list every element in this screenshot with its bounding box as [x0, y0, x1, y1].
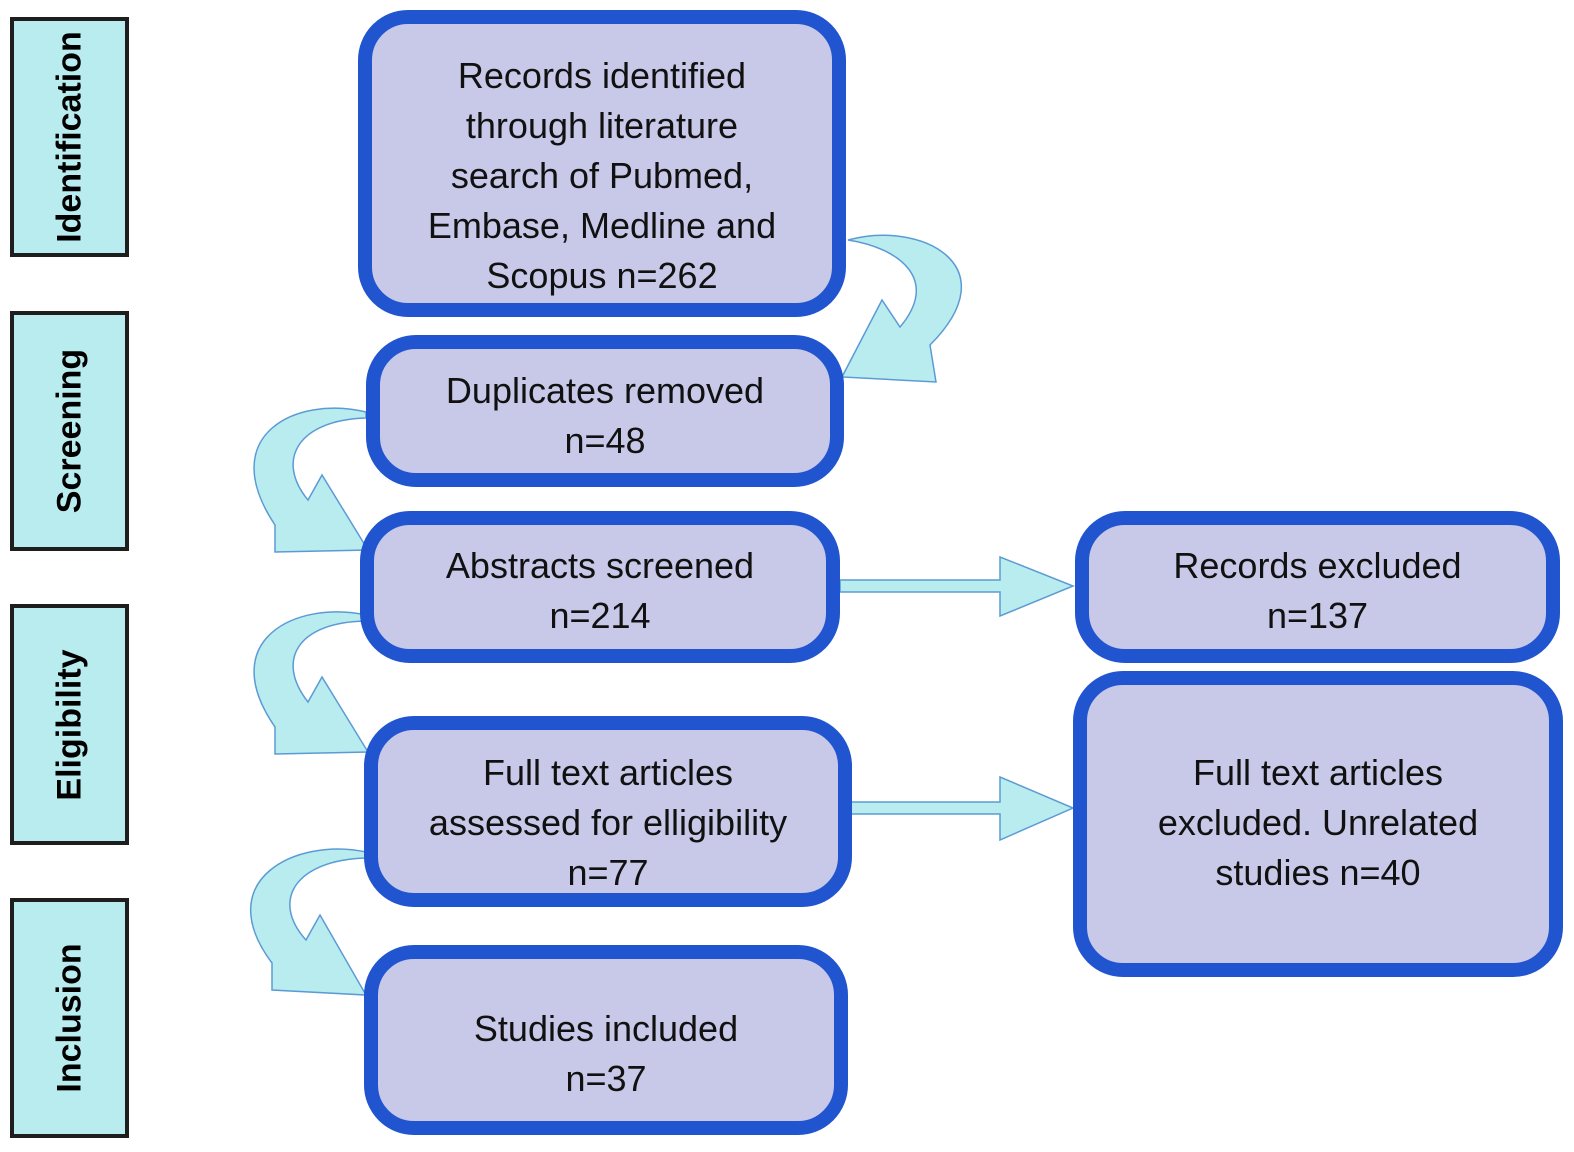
- stage-identification: Identification: [10, 17, 129, 257]
- box-full-text-assessed: Full text articles assessed for elligibi…: [364, 716, 852, 907]
- box-duplicates-removed-text: Duplicates removed n=48: [445, 370, 765, 461]
- box-abstracts-screened: Abstracts screened n=214: [360, 511, 840, 663]
- curved-arrow-abstracts-to-fulltext: [253, 611, 370, 755]
- stage-screening: Screening: [10, 311, 129, 551]
- curved-arrow-identification-to-duplicates: [840, 234, 963, 383]
- box-duplicates-removed: Duplicates removed n=48: [366, 335, 844, 487]
- box-full-text-assessed-text: Full text articles assessed for elligibi…: [428, 752, 788, 893]
- box-records-identified: Records identified through literature se…: [358, 10, 846, 317]
- stage-label-eligibility: Eligibility: [50, 648, 88, 801]
- box-records-excluded: Records excluded n=137: [1075, 511, 1560, 663]
- box-studies-included: Studies included n=37: [364, 945, 848, 1135]
- arrow-abstracts-to-excluded: [839, 555, 1076, 618]
- box-full-text-excluded: Full text articles excluded. Unrelated s…: [1073, 671, 1563, 977]
- curved-arrow-duplicates-to-abstracts: [253, 407, 370, 553]
- stage-label-inclusion: Inclusion: [50, 943, 88, 1093]
- curved-arrow-fulltext-to-included: [249, 848, 368, 996]
- stage-inclusion: Inclusion: [10, 898, 129, 1138]
- box-abstracts-screened-text: Abstracts screened n=214: [445, 545, 755, 636]
- arrow-fulltext-to-excluded: [849, 775, 1075, 842]
- box-records-identified-text: Records identified through literature se…: [427, 55, 777, 296]
- stage-eligibility: Eligibility: [10, 604, 129, 845]
- box-full-text-excluded-text: Full text articles excluded. Unrelated s…: [1157, 752, 1479, 893]
- stage-label-identification: Identification: [50, 31, 88, 243]
- box-records-excluded-text: Records excluded n=137: [1173, 545, 1462, 636]
- box-studies-included-text: Studies included n=37: [473, 1008, 739, 1099]
- stage-label-screening: Screening: [50, 348, 88, 514]
